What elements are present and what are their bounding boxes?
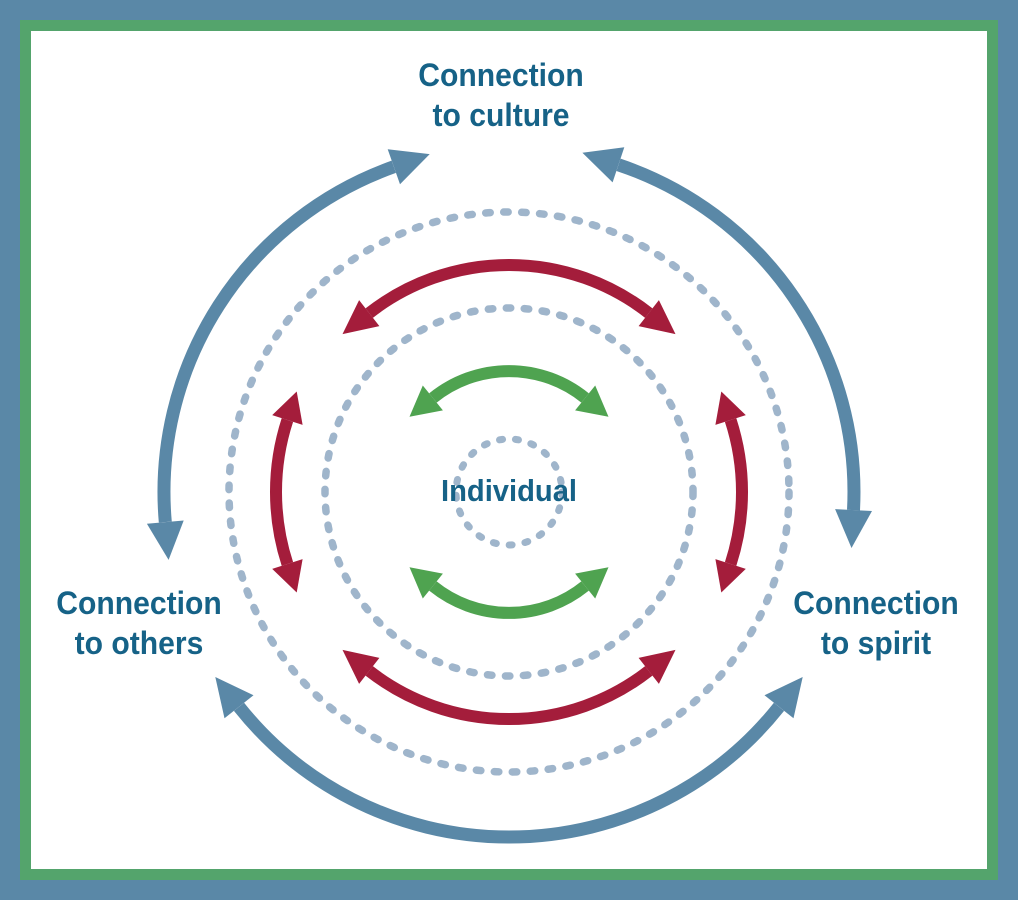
label-line: to spirit: [820, 625, 932, 661]
dotted-circle-middle: [321, 304, 697, 680]
arrow-outer-bottom: [215, 677, 803, 844]
arrow-middle-left: [269, 391, 303, 593]
arrow-outer-right: [582, 147, 872, 548]
label-line: Connection: [793, 585, 959, 621]
dotted-circle-inner: [452, 435, 566, 549]
inner-frame: [20, 20, 998, 880]
label-line: Connection: [56, 585, 222, 621]
arrow-middle-right: [715, 391, 749, 593]
arrow-outer-left: [146, 149, 430, 560]
arrow-inner-bottom: [409, 567, 609, 619]
label-line: Individual: [440, 473, 578, 508]
label-line: to culture: [432, 97, 570, 133]
label-line: Connection: [418, 57, 584, 93]
label-connection-to-others: Connection to others: [7, 583, 270, 663]
arrow-inner-top: [409, 365, 609, 417]
arrow-middle-top: [342, 258, 676, 335]
label-line: to others: [74, 625, 204, 661]
arrow-middle-bottom: [342, 649, 676, 726]
label-connection-to-culture: Connection to culture: [369, 55, 632, 135]
label-individual: Individual: [377, 471, 640, 511]
label-connection-to-spirit: Connection to spirit: [744, 583, 1007, 663]
dotted-circle-outer: [225, 208, 793, 776]
